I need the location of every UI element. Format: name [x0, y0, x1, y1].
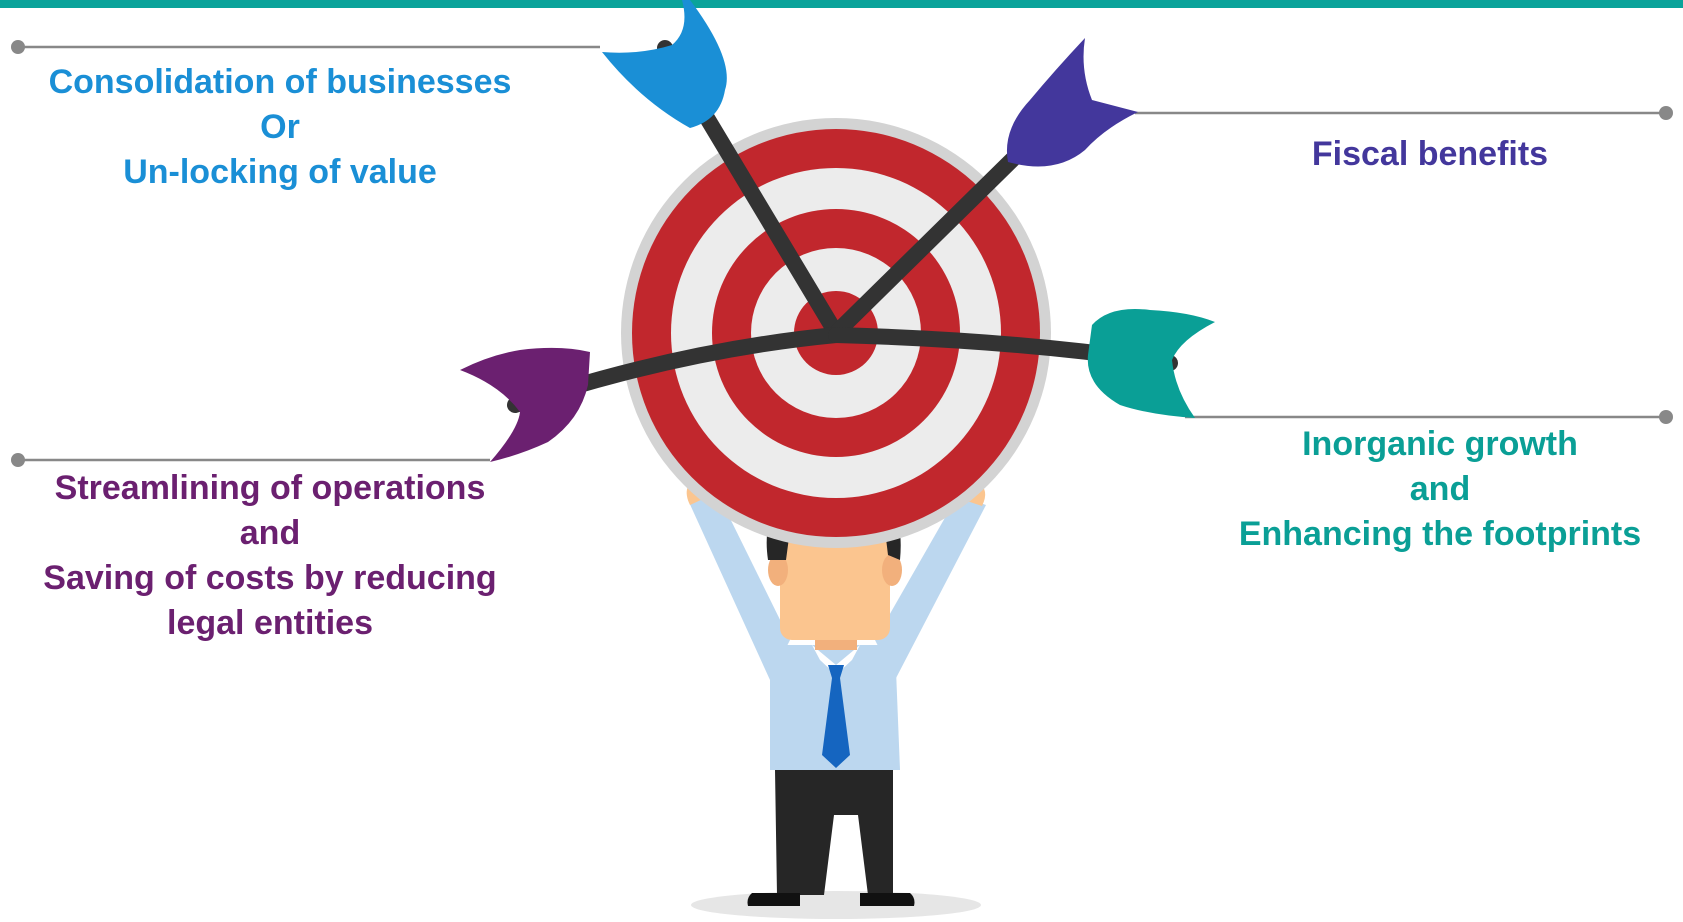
label-inorganic-line3: Enhancing the footprints	[1238, 515, 1642, 553]
leader-dot-inorganic	[1659, 410, 1673, 424]
leader-dot-consolidation	[11, 40, 25, 54]
label-consolidation-line1: Consolidation of businesses	[48, 63, 512, 101]
label-consolidation-line3: Un-locking of value	[123, 153, 437, 191]
label-inorganic-line2: and	[1409, 470, 1471, 508]
label-inorganic: Inorganic growth and Enhancing the footp…	[1200, 422, 1680, 557]
left-shoe	[747, 893, 800, 906]
tie	[822, 665, 850, 768]
fletching-consolidation	[602, 0, 727, 128]
fletching-fiscal	[1006, 38, 1138, 167]
label-consolidation: Consolidation of businesses Or Un-lockin…	[0, 60, 560, 195]
label-streamlining-line3: Saving of costs by reducing	[43, 559, 497, 597]
left-ear	[768, 554, 788, 586]
head	[780, 535, 890, 640]
floor-shadow	[691, 891, 981, 919]
label-consolidation-line2: Or	[260, 108, 300, 146]
label-inorganic-line1: Inorganic growth	[1302, 425, 1578, 463]
label-streamlining-line4: legal entities	[167, 604, 373, 642]
right-sleeve	[875, 495, 986, 680]
right-shoe	[860, 893, 915, 906]
label-streamlining-line1: Streamlining of operations	[54, 469, 486, 507]
top-accent-bar	[0, 0, 1683, 8]
leader-dot-streamlining	[11, 453, 25, 467]
fletching-inorganic	[1087, 309, 1215, 418]
right-ear	[882, 554, 902, 586]
leader-dot-fiscal	[1659, 106, 1673, 120]
label-fiscal: Fiscal benefits	[1245, 132, 1615, 177]
label-streamlining: Streamlining of operations and Saving of…	[0, 466, 540, 646]
arrow-fletchings	[460, 0, 1215, 462]
trousers	[775, 770, 893, 895]
label-streamlining-line2: and	[239, 514, 301, 552]
leader-lines	[11, 40, 1673, 467]
fletching-streamlining	[460, 347, 590, 462]
left-sleeve	[688, 490, 790, 680]
businessman	[686, 474, 986, 906]
label-fiscal-line1: Fiscal benefits	[1311, 135, 1549, 173]
